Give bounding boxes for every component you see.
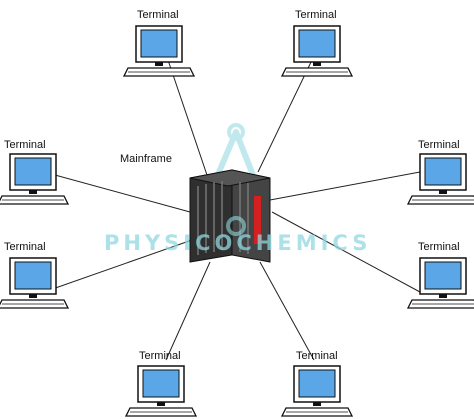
mainframe: [189, 169, 271, 263]
connection-line: [165, 261, 211, 361]
terminal-lower-left: [0, 257, 69, 309]
terminal-icon: [407, 153, 474, 205]
connection-line: [257, 59, 313, 173]
terminal-upper-right: [407, 153, 474, 205]
terminal-icon: [123, 25, 195, 77]
terminal-lower-right: [407, 257, 474, 309]
connection-line: [271, 211, 421, 293]
connection-line: [259, 261, 315, 361]
terminal-label: Terminal: [137, 9, 179, 21]
terminal-label: Terminal: [418, 139, 460, 151]
terminal-label: Terminal: [139, 350, 181, 362]
terminal-bottom-right: [281, 365, 353, 417]
terminal-icon: [407, 257, 474, 309]
connection-lines: [43, 59, 421, 361]
connection-line: [43, 171, 191, 213]
terminal-label: Terminal: [296, 350, 338, 362]
mainframe-red-accent: [254, 196, 261, 244]
terminal-top-left: [123, 25, 195, 77]
terminal-label: Terminal: [4, 139, 46, 151]
watermark-text: PHYSICOCHEMICS: [104, 231, 371, 255]
terminal-icon: [0, 257, 69, 309]
connection-line: [43, 239, 193, 293]
watermark-overlay: [226, 216, 246, 236]
terminal-icon: [281, 25, 353, 77]
connection-line: [167, 59, 209, 179]
terminal-icon: [0, 153, 69, 205]
terminal-upper-left: [0, 153, 69, 205]
connection-line: [269, 171, 421, 201]
mainframe-label: Mainframe: [120, 153, 172, 165]
terminal-icon: [281, 365, 353, 417]
terminal-icon: [125, 365, 197, 417]
terminal-label: Terminal: [4, 241, 46, 253]
terminal-top-right: [281, 25, 353, 77]
terminal-label: Terminal: [295, 9, 337, 21]
terminal-label: Terminal: [418, 241, 460, 253]
terminal-bottom-left: [125, 365, 197, 417]
